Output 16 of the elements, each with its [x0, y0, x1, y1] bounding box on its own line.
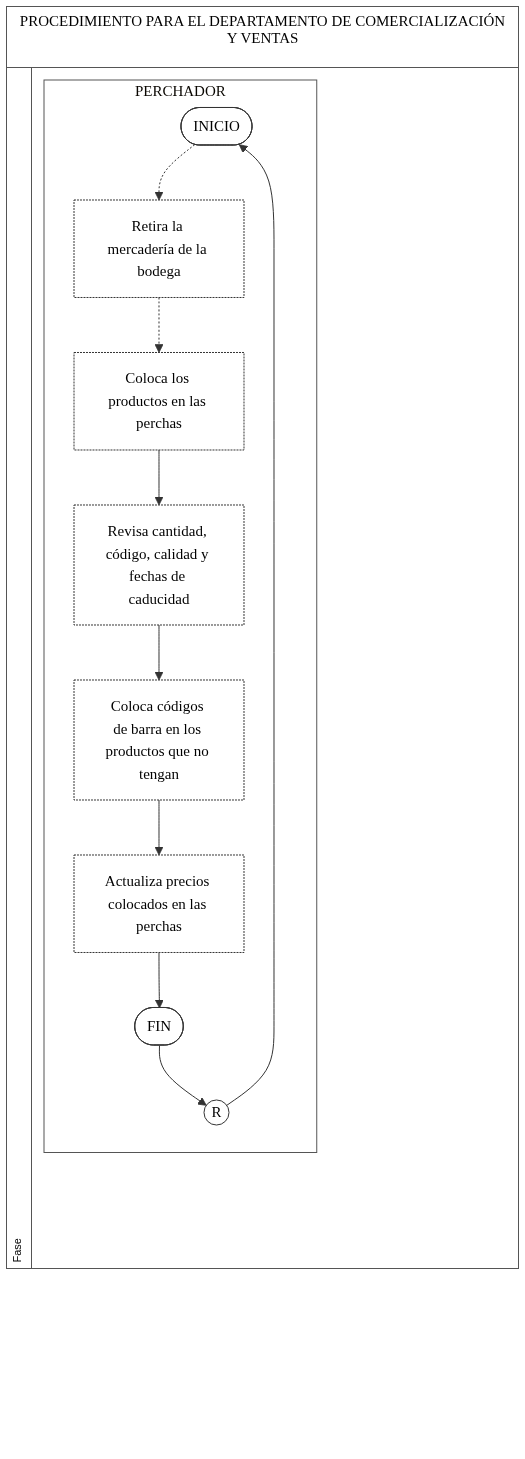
node-box: Retira la mercadería de la bodega [73, 199, 245, 298]
arrow [154, 144, 196, 201]
arrow [154, 624, 164, 681]
arrow [154, 952, 164, 1009]
arrow [226, 144, 275, 1106]
node-circle: R [203, 1099, 230, 1126]
node-box: Coloca códigos de barra en los productos que no tengan [73, 679, 245, 801]
node-box: Actualiza precios colocados en las perchas [73, 854, 245, 953]
arrow [154, 449, 164, 506]
node-box: Revisa cantidad, código, calidad y fechas de caducidad [73, 504, 245, 626]
arrow [154, 297, 164, 353]
phase-label: Fase [11, 1237, 23, 1262]
arrow [154, 799, 164, 856]
node-box: Coloca los productos en las perchas [73, 352, 245, 451]
diagram-title: PROCEDIMIENTO PARA EL DEPARTAMENTO DE COMERCIALIZACIÓN Y VENTAS [7, 7, 518, 68]
arrow [158, 1045, 207, 1106]
